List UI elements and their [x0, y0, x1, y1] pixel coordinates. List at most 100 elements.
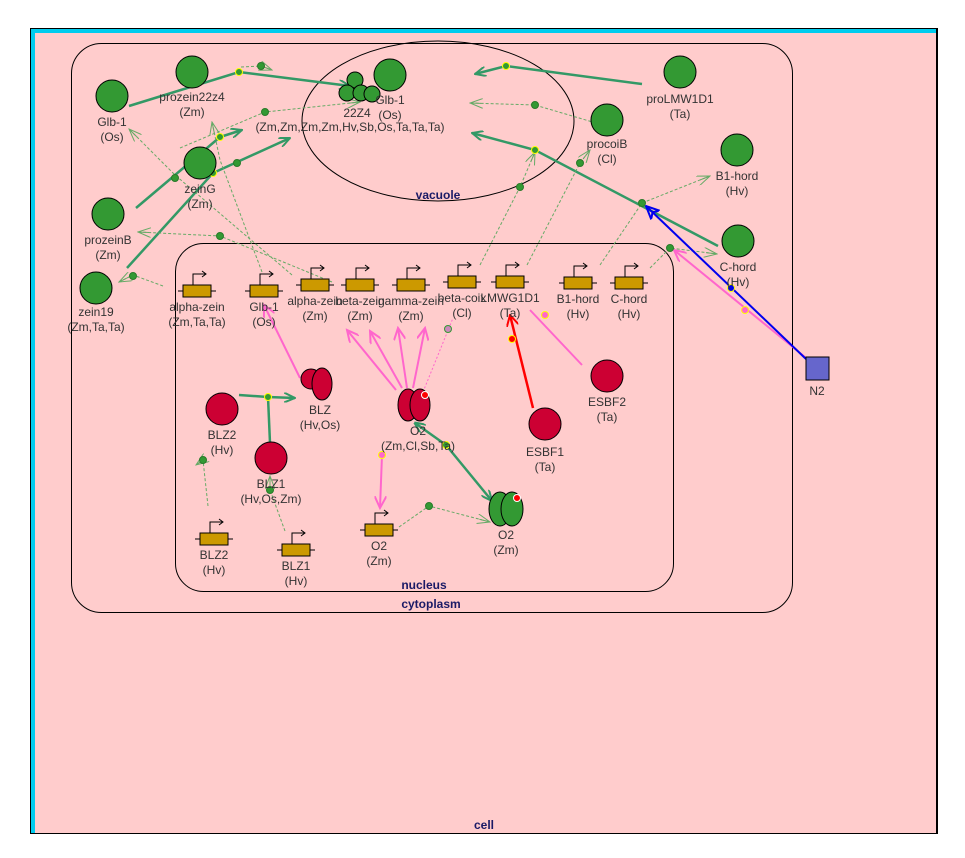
node-name: BLZ2 [208, 428, 237, 442]
node-species: (Os) [378, 108, 401, 122]
protein-node-prozeinb[interactable]: prozeinB(Zm) [84, 197, 132, 262]
protein-subunit-icon [363, 85, 381, 103]
node-species: (Cl) [452, 306, 471, 320]
signal-edge[interactable] [646, 206, 807, 360]
node-name: O2 [498, 528, 514, 542]
activation-edge[interactable] [370, 331, 403, 389]
protein-node-zein19[interactable]: zein19(Zm,Ta,Ta) [67, 271, 125, 334]
expression-edge[interactable] [129, 129, 293, 276]
activation-edge[interactable] [380, 454, 382, 508]
protein-node-zeing[interactable]: zeinG(Zm) [183, 146, 217, 211]
node-species: (Zm) [187, 197, 212, 211]
promoter-arrow-icon [457, 261, 472, 276]
gene-node-g-chord[interactable]: C-hord(Hv) [610, 262, 648, 321]
gene-node-g-betazein[interactable]: beta-zein(Zm) [335, 264, 385, 323]
activation-edge[interactable] [529, 309, 583, 366]
node-species: (Zm) [366, 554, 391, 568]
promoter-arrow-icon [406, 264, 421, 279]
gene-icon [249, 284, 279, 298]
protein-node-procoib[interactable]: procoiB(Cl) [587, 103, 628, 166]
protein-node-prozein22z4[interactable]: prozein22z4(Zm) [159, 55, 225, 119]
node-name: BLZ1 [257, 477, 286, 491]
activation-edge[interactable] [264, 305, 301, 379]
node-name: proLMW1D1 [646, 92, 714, 106]
gene-node-g-gammazein[interactable]: gamma-zein(Zm) [378, 264, 444, 323]
expression-edge[interactable] [270, 476, 286, 532]
node-name: BLZ [309, 403, 331, 417]
protein-node-o2-zm-prot[interactable]: O2(Zm) [488, 491, 524, 557]
protein-node-b1hord-prot[interactable]: B1-hord(Hv) [716, 133, 759, 198]
node-species: (Hv) [726, 184, 749, 198]
node-species: (Hv,Os,Zm) [240, 492, 301, 506]
complex-edge[interactable] [266, 396, 272, 444]
promoter-arrow-icon [291, 529, 306, 544]
expression-edge[interactable] [470, 103, 597, 124]
gene-icon [281, 543, 311, 557]
protein-node-glb1-os-cyt[interactable]: Glb-1(Os) [95, 79, 129, 144]
node-species: (Hv) [211, 443, 234, 457]
node-name: beta-zein [335, 294, 384, 308]
gene-node-g-blz2[interactable]: BLZ2(Hv) [195, 518, 233, 577]
node-species: (Zm) [95, 248, 120, 262]
gene-icon [447, 275, 477, 289]
cell-label: cell [474, 818, 494, 832]
promoter-arrow-icon [192, 270, 207, 285]
tf-node-blz2[interactable]: BLZ2(Hv) [205, 392, 239, 457]
activation-edge[interactable] [422, 317, 454, 393]
gene-node-g-b1hord[interactable]: B1-hord(Hv) [557, 262, 600, 321]
protein-node-22z4[interactable]: 22Z4(Zm,Zm,Zm,Zm,Hv,Sb,Os,Ta,Ta,Ta) [255, 71, 445, 134]
protein-icon [95, 79, 129, 113]
node-name: zeinG [184, 182, 215, 196]
tf-node-esbf1[interactable]: ESBF1(Ta) [526, 407, 564, 474]
protein-icon [590, 103, 624, 137]
tf-node-blz[interactable]: BLZ(Hv,Os) [300, 367, 340, 432]
signal-icon [805, 356, 830, 381]
tf-node-esbf2[interactable]: ESBF2(Ta) [588, 359, 626, 424]
node-name: B1-hord [716, 169, 759, 183]
cytoplasm-compartment[interactable] [71, 43, 793, 613]
node-species: (Ta) [535, 460, 556, 474]
tf-node-o2-complex[interactable]: O2(Zm,Cl,Sb,Ta) [381, 388, 455, 453]
protein-icon [373, 58, 407, 92]
tf-node-blz1[interactable]: BLZ1(Hv,Os,Zm) [240, 441, 302, 506]
node-species: (Zm) [493, 543, 518, 557]
node-species: (Zm) [398, 309, 423, 323]
node-species: (Hv) [618, 307, 641, 321]
inhibition-edge[interactable] [510, 315, 535, 409]
node-species: (Ta) [500, 306, 521, 320]
gene-node-g-lmwg1d1[interactable]: LMWG1D1(Ta) [480, 261, 540, 320]
gene-node-g-glb1[interactable]: Glb-1(Os) [245, 270, 283, 329]
vacuole-compartment[interactable] [301, 40, 575, 202]
nucleus-compartment[interactable] [175, 243, 674, 592]
gene-node-g-alphazein2[interactable]: alpha-zein(Zm) [287, 264, 343, 323]
expression-edge[interactable] [212, 122, 263, 273]
gene-node-g-betacoix[interactable]: beta-coix(Cl) [438, 261, 487, 320]
gene-icon [300, 278, 330, 292]
activation-edge[interactable] [674, 250, 806, 358]
activation-edge[interactable] [398, 328, 408, 389]
cell-compartment[interactable] [35, 33, 937, 833]
protein-node-glb1-os-vac[interactable]: Glb-1(Os) [373, 58, 407, 122]
gene-node-g-alphazein1[interactable]: alpha-zein(Zm,Ta,Ta) [168, 270, 226, 329]
node-name: O2 [410, 424, 426, 438]
tf-icon [528, 407, 562, 441]
node-species: (Os) [100, 130, 123, 144]
node-name: zein19 [78, 305, 114, 319]
expression-edge[interactable] [526, 150, 590, 266]
signal-node-n2[interactable]: N2 [805, 356, 830, 398]
tf-icon [205, 392, 239, 426]
protein-node-chord-prot[interactable]: C-hord(Hv) [720, 224, 757, 289]
activation-edge[interactable] [412, 328, 425, 389]
modification-icon [513, 494, 521, 502]
gene-node-g-blz1[interactable]: BLZ1(Hv) [277, 529, 315, 588]
protein-node-prolmw1d1[interactable]: proLMW1D1(Ta) [646, 55, 714, 121]
activation-edge[interactable] [347, 330, 397, 391]
node-name: BLZ1 [282, 559, 311, 573]
cytoplasm-label: cytoplasm [401, 597, 460, 611]
gene-icon [182, 284, 212, 298]
node-species: (Hv) [727, 275, 750, 289]
promoter-arrow-icon [374, 509, 389, 524]
gene-node-g-o2[interactable]: O2(Zm) [360, 509, 398, 568]
node-name: prozein22z4 [159, 90, 225, 104]
